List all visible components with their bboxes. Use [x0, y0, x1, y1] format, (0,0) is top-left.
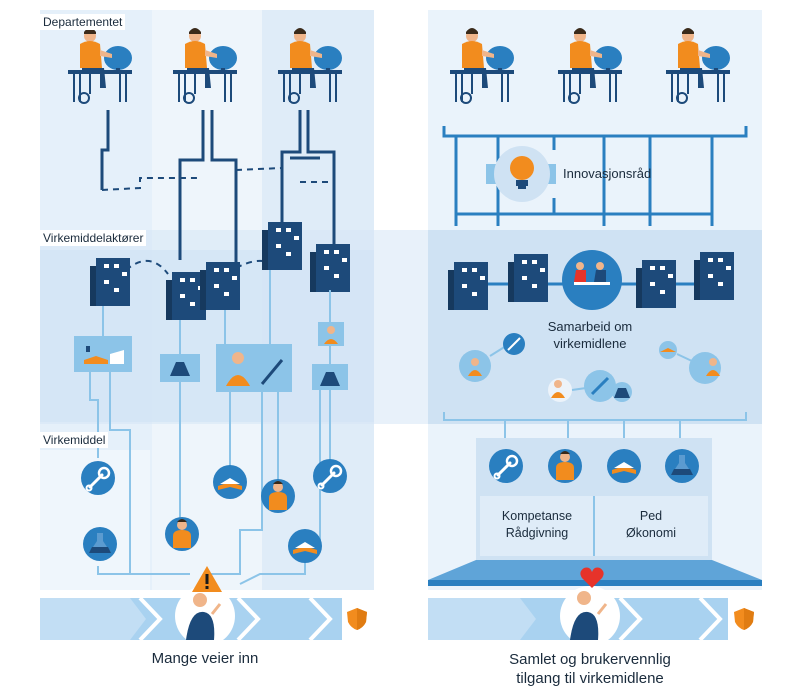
label-departementet: Departementet [40, 14, 126, 30]
tool-box [428, 438, 762, 586]
person-advisor-icon [261, 479, 295, 513]
building-icon [508, 254, 548, 302]
wrench-icon [79, 459, 117, 497]
left-connection-lines [100, 110, 336, 262]
label-samarbeid: Samarbeid om virkemidlene [530, 318, 650, 352]
building-icon [310, 244, 350, 292]
cooperation-bubble [459, 333, 721, 402]
person-advisor-icon [548, 449, 582, 483]
label-samarbeid-line2: virkemidlene [553, 336, 627, 351]
label-radgivning: Rådgivning [505, 526, 569, 540]
book-icon [288, 529, 322, 563]
book-icon [213, 465, 247, 499]
shield-icon [734, 608, 754, 630]
caption-right-line1: Samlet og brukervennlig [509, 651, 671, 668]
caption-right-line2: tilgang til virkemidlene [516, 670, 664, 687]
person-advisor-icon [165, 517, 199, 551]
lightbulb-icon [486, 146, 556, 202]
label-okonomi: Økonomi [625, 526, 677, 540]
warning-icon [192, 566, 222, 592]
label-kompetanse: Kompetanse [501, 509, 573, 523]
building-icon [694, 252, 734, 300]
wrench-icon [311, 457, 349, 495]
label-virkemiddelaktorer: Virkemiddelaktører [40, 230, 147, 246]
flask-icon [665, 449, 699, 483]
label-innovasjonsrad: Innovasjonsråd [563, 166, 652, 181]
right-arrow-band [428, 586, 728, 646]
right-bracket-lines [443, 412, 747, 440]
left-arrow-band [40, 586, 342, 646]
shield-icon [347, 608, 367, 630]
label-ped-okonomi: Ped Økonomi [596, 508, 706, 542]
label-samarbeid-line1: Samarbeid om [547, 319, 633, 334]
label-ped: Ped [639, 509, 663, 523]
building-icon [90, 258, 130, 306]
building-icon [636, 260, 676, 308]
left-tool-boxes [74, 322, 348, 392]
wrench-icon [487, 447, 525, 485]
building-icon [200, 262, 240, 310]
book-icon [607, 449, 641, 483]
label-kompetanse-radgivning: Kompetanse Rådgivning [482, 508, 592, 542]
label-virkemiddel: Virkemiddel [40, 432, 109, 448]
meeting-icon [562, 250, 622, 310]
building-icon [262, 222, 302, 270]
caption-left: Mange veier inn [151, 650, 259, 667]
caption-right: Samlet og brukervennlig tilgang til virk… [480, 650, 700, 688]
heart-icon [580, 567, 604, 588]
building-icon [448, 262, 488, 310]
flask-icon [83, 527, 117, 561]
